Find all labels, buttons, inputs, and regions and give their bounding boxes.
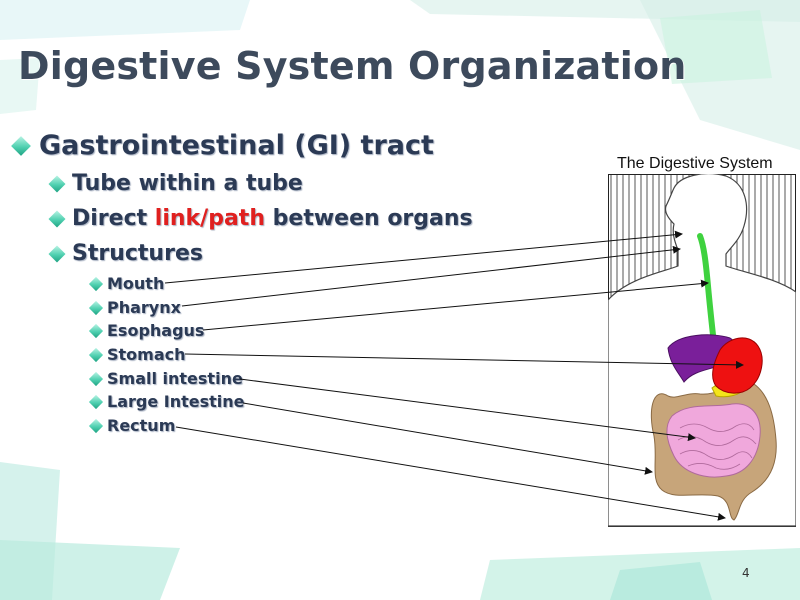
structure-esophagus: Esophagus bbox=[88, 321, 205, 340]
pointer-line-esophagus bbox=[202, 279, 709, 331]
pointer-line-small-intestine bbox=[239, 378, 696, 442]
pointer-line-rectum bbox=[175, 426, 726, 521]
structure-label: Esophagus bbox=[107, 321, 205, 340]
bullet-structures-text: Structures bbox=[72, 241, 203, 266]
bullet-gi-tract: Gastrointestinal (GI) tract bbox=[11, 130, 434, 161]
figure-title: The Digestive System bbox=[617, 155, 773, 172]
slide-title: Digestive System Organization bbox=[18, 44, 687, 88]
structure-label: Small intestine bbox=[107, 369, 243, 388]
bullet-gi-tract-text: Gastrointestinal (GI) tract bbox=[39, 130, 434, 161]
bullet-direct-highlight: link/path bbox=[154, 206, 265, 231]
structure-mouth: Mouth bbox=[88, 274, 165, 293]
structure-pharynx: Pharynx bbox=[88, 298, 181, 317]
bullet-tube: Tube within a tube bbox=[48, 171, 303, 196]
structure-small-intestine: Small intestine bbox=[88, 369, 243, 388]
small-intestine-shape bbox=[666, 403, 761, 478]
pointer-line-large-intestine bbox=[242, 402, 653, 475]
structure-label: Stomach bbox=[107, 345, 186, 364]
pointer-line-stomach bbox=[184, 353, 744, 369]
page-number: 4 bbox=[742, 566, 750, 580]
digestive-system-figure bbox=[608, 174, 796, 527]
bullet-tube-text: Tube within a tube bbox=[72, 171, 303, 196]
structure-label: Large Intestine bbox=[107, 392, 245, 411]
bullet-structures: Structures bbox=[48, 241, 203, 266]
pointer-line-pharynx bbox=[181, 245, 681, 307]
bullet-direct-post: between organs bbox=[264, 206, 473, 231]
structure-stomach: Stomach bbox=[88, 345, 186, 364]
bullet-direct-link: Direct link/path between organs bbox=[48, 206, 473, 231]
structure-large-intestine: Large Intestine bbox=[88, 392, 245, 411]
structure-label: Pharynx bbox=[107, 298, 181, 317]
structure-label: Mouth bbox=[107, 274, 165, 293]
structure-rectum: Rectum bbox=[88, 416, 176, 435]
bullet-direct-pre: Direct bbox=[72, 206, 155, 231]
pointer-line-mouth bbox=[164, 230, 683, 284]
structure-label: Rectum bbox=[107, 416, 176, 435]
